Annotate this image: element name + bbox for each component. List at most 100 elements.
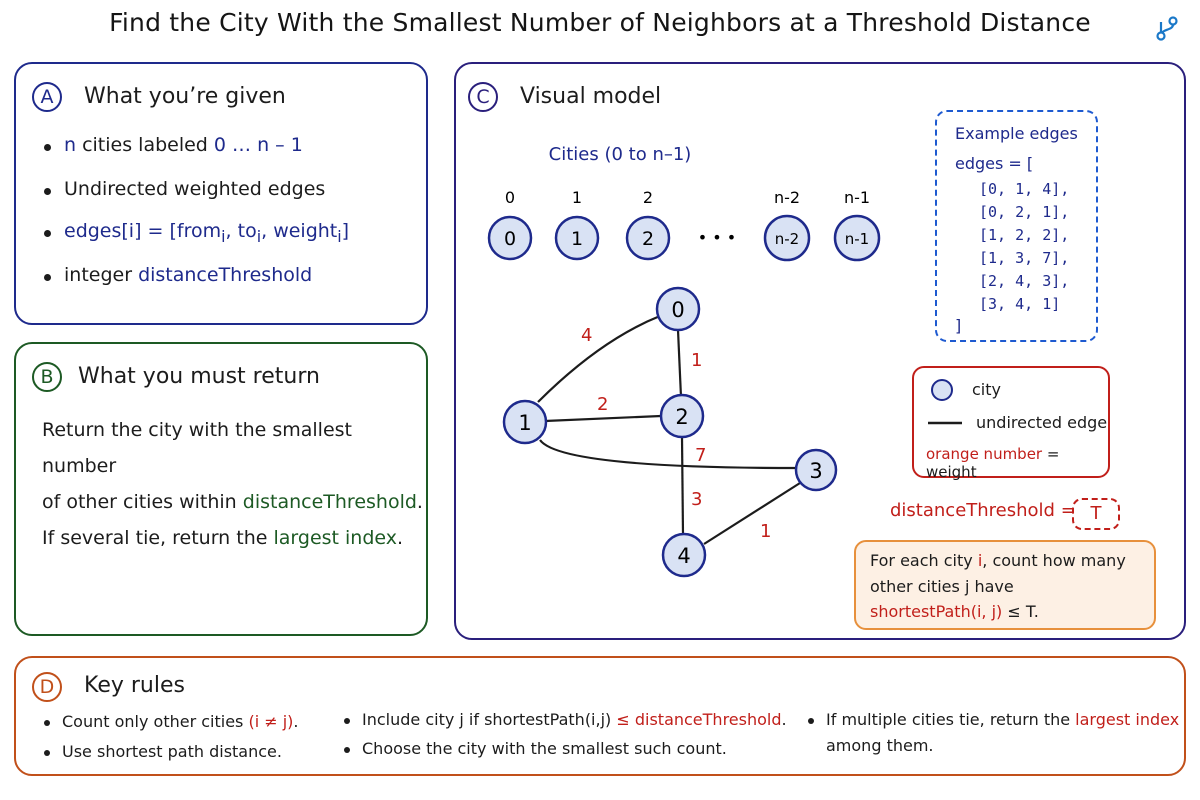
panel-visual-model: C Visual model (454, 62, 1186, 640)
graph-node-2 (659, 393, 705, 439)
rule-tie-break: If multiple cities tie, return the large… (807, 710, 1180, 729)
city-row-index: n-2 (774, 188, 800, 207)
city-node (554, 215, 600, 261)
graph-node-label: 0 (671, 298, 684, 322)
graph-node-3 (794, 448, 838, 492)
return-description: Return the city with the smallest number… (42, 412, 426, 556)
city-node (487, 215, 533, 261)
weight-label: 1 (691, 350, 702, 371)
given-list: n cities labeled 0 … n – 1 Undirected we… (40, 134, 349, 288)
example-row: [3, 4, 1] (979, 295, 1061, 313)
graph-node-label: 3 (809, 459, 822, 483)
example-rows: [0, 1, 4], [0, 2, 1], [1, 2, 2], [1, 3, … (979, 178, 1069, 316)
city-row-3: n-2 n-2 (763, 188, 811, 262)
legend-box: city undirected edge orange number = wei… (912, 366, 1110, 481)
panel-a-heading: What you’re given (84, 84, 286, 109)
panel-d-heading: Key rules (84, 673, 185, 698)
note-line-1: For each city i, count how many (870, 551, 1126, 570)
note-line-2: other cities j have (870, 576, 1014, 596)
city-row-index: 1 (572, 188, 582, 207)
note-line-3: shortestPath(i, j) ≤ T. (870, 602, 1039, 622)
ellipsis: • • • (698, 228, 736, 247)
rule-shortest-path: Use shortest path distance. (44, 742, 282, 761)
weight-label: 4 (581, 325, 592, 346)
edge-weights: 4 1 2 7 3 1 (581, 325, 771, 542)
example-row: [0, 1, 4], (979, 180, 1070, 198)
count-note: For each city i, count how many other ci… (854, 540, 1156, 630)
example-close: ] (955, 316, 962, 335)
city-node-label: 2 (642, 228, 654, 250)
weight-label: 2 (597, 394, 608, 415)
graph-node-label: 1 (518, 411, 531, 435)
legend-weight-label: orange number = weight (926, 445, 1060, 481)
graph-node-label: 4 (677, 544, 690, 568)
panel-return: B What you must return Return the city w… (14, 342, 428, 636)
city-node-label: n-2 (775, 230, 799, 248)
edge-2-4 (680, 436, 685, 536)
edge-1-2 (544, 414, 662, 423)
return-line-3: If several tie, return the largest index… (42, 527, 404, 550)
city-node-label: n-1 (845, 230, 869, 248)
panel-b-badge: B (32, 362, 62, 392)
panel-d-badge: D (32, 672, 62, 702)
city-node-label: 0 (504, 228, 516, 250)
city-node (763, 214, 811, 262)
legend-city-marker (931, 379, 953, 401)
threshold-label: distanceThreshold = (890, 500, 1076, 521)
rule-tie-break-line-2: among them. (826, 736, 934, 755)
page-title: Find the City With the Smallest Number o… (109, 8, 1091, 37)
graph-nodes: 0 1 2 3 4 (502, 286, 838, 578)
graph-node-0 (655, 286, 701, 332)
panel-c-heading: Visual model (520, 84, 662, 109)
graph-node-1 (502, 399, 548, 445)
city-row-0: 0 0 (487, 188, 533, 261)
given-item-edge-format: edges[i] = [fromi, toi, weighti] (40, 220, 349, 247)
edge-0-2 (676, 329, 683, 398)
city-row-index: 0 (505, 188, 515, 207)
weight-label: 7 (695, 445, 706, 466)
example-edges-box: Example edges edges = [ [0, 1, 4], [0, 2… (935, 110, 1098, 342)
edge-1-0 (537, 314, 661, 403)
city-row-index: 2 (643, 188, 653, 207)
example-open: edges = [ (955, 154, 1034, 173)
panel-c-badge: C (468, 82, 498, 112)
graph-node-4 (661, 532, 707, 578)
example-title: Example edges (955, 124, 1078, 143)
weight-label: 3 (691, 489, 702, 510)
city-node-label: 1 (571, 228, 583, 250)
city-row-2: 2 2 (625, 188, 671, 261)
legend-edge-label: undirected edge (976, 413, 1108, 432)
city-row-1: 1 1 (554, 188, 600, 261)
panel-a-badge: A (32, 82, 62, 112)
city-row-4: n-1 n-1 (833, 188, 881, 262)
legend-city-label: city (972, 380, 1001, 399)
rule-include-city: Include city j if shortestPath(i,j) ≤ di… (344, 710, 787, 729)
cities-label: Cities (0 to n–1) (549, 144, 692, 165)
return-line-2: of other cities within distanceThreshold… (42, 491, 423, 514)
return-line-1: Return the city with the smallest number (42, 419, 352, 478)
graph-node-label: 2 (675, 405, 688, 429)
edge-4-3 (703, 482, 801, 545)
city-row-index: n-1 (844, 188, 870, 207)
panel-key-rules: D Key rules Count only other cities (i ≠… (14, 656, 1186, 776)
panel-b-heading: What you must return (78, 364, 320, 389)
given-item-threshold: integer distanceThreshold (40, 264, 349, 288)
weight-label: 1 (760, 521, 771, 542)
rule-choose-city: Choose the city with the smallest such c… (344, 739, 727, 758)
branch-fork-icon[interactable] (1152, 14, 1182, 44)
threshold-value: T (1072, 498, 1120, 530)
city-node (625, 215, 671, 261)
graph-edges (537, 314, 801, 545)
example-row: [1, 3, 7], (979, 249, 1070, 267)
panel-given: A What you’re given n cities labeled 0 …… (14, 62, 428, 325)
example-row: [2, 4, 3], (979, 272, 1070, 290)
example-row: [0, 2, 1], (979, 203, 1070, 221)
rule-other-cities: Count only other cities (i ≠ j). (44, 712, 299, 731)
city-node (833, 214, 881, 262)
example-row: [1, 2, 2], (979, 226, 1070, 244)
given-item-cities: n cities labeled 0 … n – 1 (40, 134, 349, 158)
edge-1-3 (539, 439, 797, 470)
given-item-edges: Undirected weighted edges (40, 178, 349, 202)
city-row: 0 0 1 1 2 2 • • • n-2 n-2 n-1 n-1 (487, 188, 881, 262)
